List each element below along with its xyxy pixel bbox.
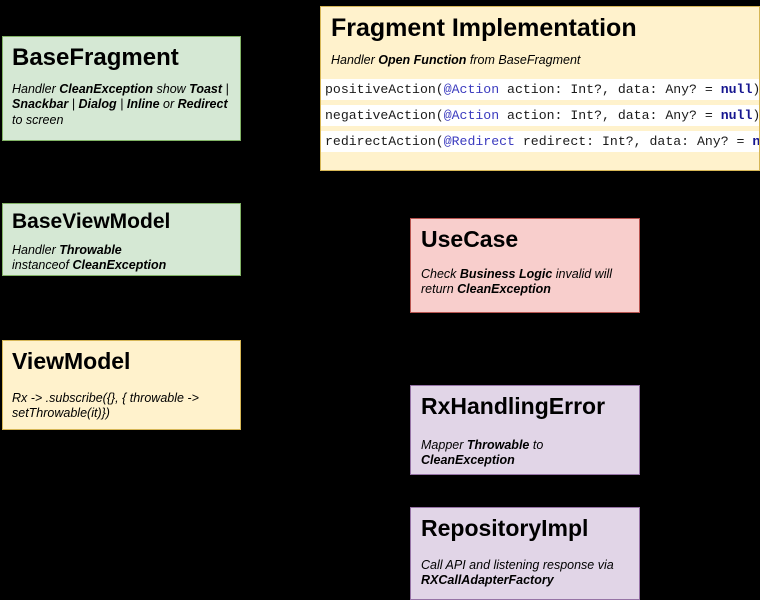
- code-line-negative-action: negativeAction(@Action action: Int?, dat…: [321, 104, 759, 126]
- code-line-positive-action: positiveAction(@Action action: Int?, dat…: [321, 78, 759, 100]
- node-viewmodel[interactable]: ViewModel Rx -> .subscribe({}, { throwab…: [2, 340, 241, 430]
- node-basefragment-title: BaseFragment: [12, 44, 179, 71]
- node-repositoryimpl-title: RepositoryImpl: [421, 515, 589, 541]
- node-rxhandlingerror-body: Mapper Throwable to CleanException: [421, 438, 544, 468]
- node-fragment-implementation-body: Handler Open Function from BaseFragment: [331, 53, 581, 68]
- node-repositoryimpl-body: Call API and listening response via RXCa…: [421, 558, 614, 588]
- node-usecase[interactable]: UseCase Check Business Logic invalid wil…: [410, 218, 640, 313]
- node-rxhandlingerror-title: RxHandlingError: [421, 393, 606, 419]
- node-viewmodel-body: Rx -> .subscribe({}, { throwable -> setT…: [12, 391, 199, 421]
- node-usecase-body: Check Business Logic invalid will return…: [421, 267, 613, 297]
- node-basefragment-body: Handler CleanException show Toast | Snac…: [12, 82, 229, 127]
- node-rxhandlingerror[interactable]: RxHandlingError Mapper Throwable to Clea…: [410, 385, 640, 475]
- node-baseviewmodel-title: BaseViewModel: [12, 210, 171, 233]
- node-fragment-implementation-title: Fragment Implementation: [331, 14, 637, 42]
- code-signature-list: positiveAction(@Action action: Int?, dat…: [321, 78, 759, 152]
- code-line-redirect-action: redirectAction(@Redirect redirect: Int?,…: [321, 130, 759, 152]
- node-usecase-title: UseCase: [421, 226, 519, 252]
- node-fragment-implementation[interactable]: Fragment Implementation Handler Open Fun…: [320, 6, 760, 171]
- node-repositoryimpl[interactable]: RepositoryImpl Call API and listening re…: [410, 507, 640, 600]
- node-basefragment[interactable]: BaseFragment Handler CleanException show…: [2, 36, 241, 141]
- node-viewmodel-title: ViewModel: [12, 348, 131, 374]
